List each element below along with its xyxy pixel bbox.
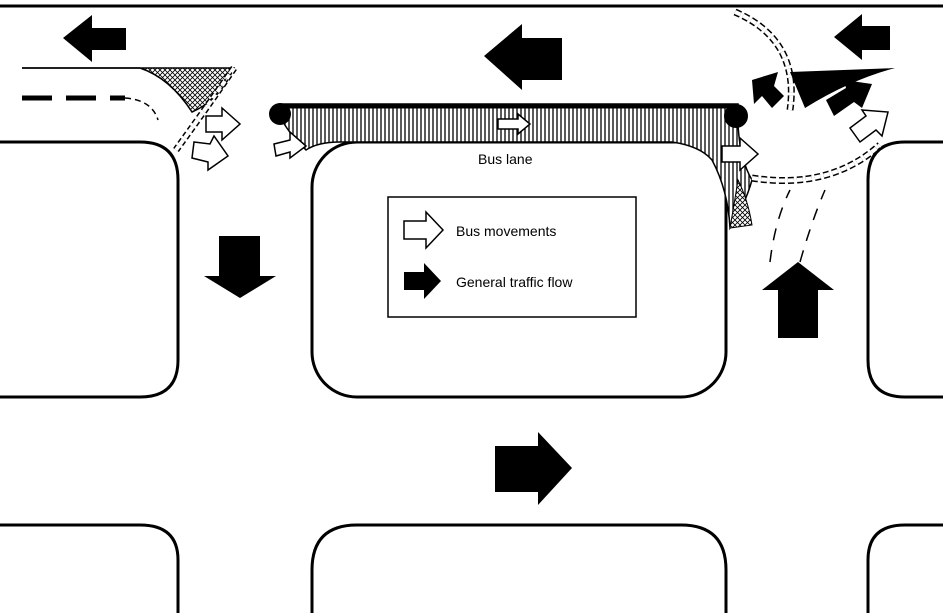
bus-movement-arrow-right-1 — [721, 136, 760, 172]
block-lower-right — [866, 523, 943, 613]
general-traffic-arrow-up — [762, 262, 834, 338]
left-island-hatched — [139, 67, 236, 113]
right-lower-bus-path — [751, 142, 883, 184]
general-traffic-arrow-diag-right — [826, 80, 872, 116]
right-bus-turn-path-inner — [734, 10, 794, 111]
legend-general-traffic-label: General traffic flow — [456, 274, 573, 290]
bus-movement-arrow-left-2 — [191, 134, 230, 172]
bus-lane-end-left — [269, 103, 291, 125]
right-island — [790, 68, 895, 108]
bus-movement-arrow-lane — [497, 112, 532, 136]
right-lower-bus-path-inner — [751, 143, 882, 183]
legend-box — [387, 196, 637, 318]
legend-bus-movements-icon — [403, 210, 445, 250]
block-lower-left — [0, 523, 180, 613]
block-upper-left — [0, 140, 180, 399]
legend-general-traffic-icon — [404, 263, 441, 299]
general-traffic-arrow-center-top — [484, 24, 562, 90]
general-traffic-arrow-left-top — [63, 15, 126, 62]
general-traffic-arrow-right-top — [834, 14, 890, 60]
bus-lane-end-right — [724, 104, 748, 128]
general-traffic-arrow-diag-up-left — [752, 72, 784, 108]
lane-curve-left — [124, 97, 159, 121]
block-lower-center — [310, 523, 728, 613]
bus-lane-right-hatched — [729, 178, 753, 229]
bus-movement-arrow-right-2 — [848, 109, 889, 144]
legend: Bus movements General traffic flow — [387, 196, 637, 318]
block-upper-right — [866, 140, 943, 399]
bus-movement-arrow-left-1 — [205, 106, 242, 142]
left-bus-turn-path-inner — [174, 66, 236, 152]
bus-movement-arrow-left-3 — [273, 130, 308, 160]
bus-lane-area — [279, 103, 753, 231]
bus-lane-label: Bus lane — [478, 151, 533, 167]
right-lane-curve-2 — [799, 189, 826, 263]
legend-bus-movements-label: Bus movements — [456, 223, 556, 239]
general-traffic-arrow-down — [204, 236, 276, 298]
right-lane-curve-1 — [769, 189, 791, 263]
general-traffic-arrow-right-bottom — [495, 432, 572, 505]
